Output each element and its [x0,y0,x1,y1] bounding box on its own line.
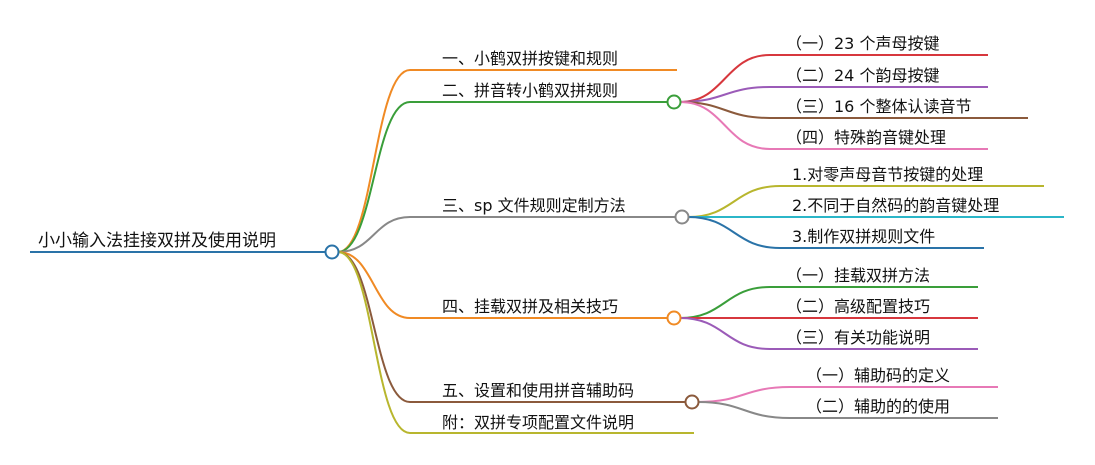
branch-2-to-leaf-2-connector [679,86,771,103]
leaf-2-1-node[interactable]: （一）23 个声母按键 [786,34,939,53]
branch-2-to-leaf-1-connector [679,54,771,103]
root-to-branch-1-connector [337,69,411,253]
branch-4-to-leaf-1-connector [679,286,771,319]
leaf-4-2-node[interactable]: （二）高级配置技巧 [786,297,930,316]
leaf-2-4-node[interactable]: （四）特殊韵音键处理 [786,128,946,147]
branch-3-to-leaf-3-connector [687,216,781,249]
branch-5-to-leaf-1-connector [697,386,791,403]
leaf-2-2-node[interactable]: （二）24 个韵母按键 [786,66,939,85]
leaf-3-2-node[interactable]: 2.不同于自然码的韵音键处理 [792,196,999,215]
root-node[interactable]: 小小输入法挂接双拼及使用说明 [38,230,276,251]
branch-4-node[interactable]: 四、挂载双拼及相关技巧 [442,297,618,316]
branch-5-to-leaf-2-connector [697,401,791,419]
leaf-2-3-node[interactable]: （三）16 个整体认读音节 [786,97,971,116]
root-to-branch-3-connector [337,216,411,253]
root-to-branch-4-connector [337,251,411,319]
leaf-3-1-node[interactable]: 1.对零声母音节按键的处理 [792,165,983,184]
root-collapse-toggle[interactable] [324,244,340,260]
mindmap-nodes: 小小输入法挂接双拼及使用说明 一、小鹤双拼按键和规则 二、拼音转小鹤双拼规则 三… [30,34,1064,434]
root-to-branch-6-connector [337,251,411,434]
branch-3-to-leaf-1-connector [687,185,781,218]
leaf-4-3-node[interactable]: （三）有关功能说明 [786,328,930,347]
root-to-branch-2-connector [337,101,411,253]
leaf-3-3-node[interactable]: 3.制作双拼规则文件 [792,227,935,246]
branch-2-node[interactable]: 二、拼音转小鹤双拼规则 [442,81,618,100]
branch-5-node[interactable]: 五、设置和使用拼音辅助码 [442,381,634,400]
branch-3-node[interactable]: 三、sp 文件规则定制方法 [442,196,626,215]
leaf-4-1-node[interactable]: （一）挂载双拼方法 [786,266,930,285]
branch-5-collapse-toggle[interactable] [684,394,700,410]
leaf-5-2-node[interactable]: （二）辅助的的使用 [806,397,950,416]
branch-2-to-leaf-4-connector [679,101,771,150]
leaf-5-1-node[interactable]: （一）辅助码的定义 [806,366,950,385]
branch-3-collapse-toggle[interactable] [674,209,690,225]
branch-6-node[interactable]: 附：双拼专项配置文件说明 [442,413,634,432]
branch-2-collapse-toggle[interactable] [666,94,682,110]
branch-1-node[interactable]: 一、小鹤双拼按键和规则 [442,49,618,68]
root-to-branch-5-connector [337,251,411,403]
branch-4-collapse-toggle[interactable] [666,310,682,326]
mindmap-edges [337,54,791,434]
branch-4-to-leaf-3-connector [679,317,771,350]
